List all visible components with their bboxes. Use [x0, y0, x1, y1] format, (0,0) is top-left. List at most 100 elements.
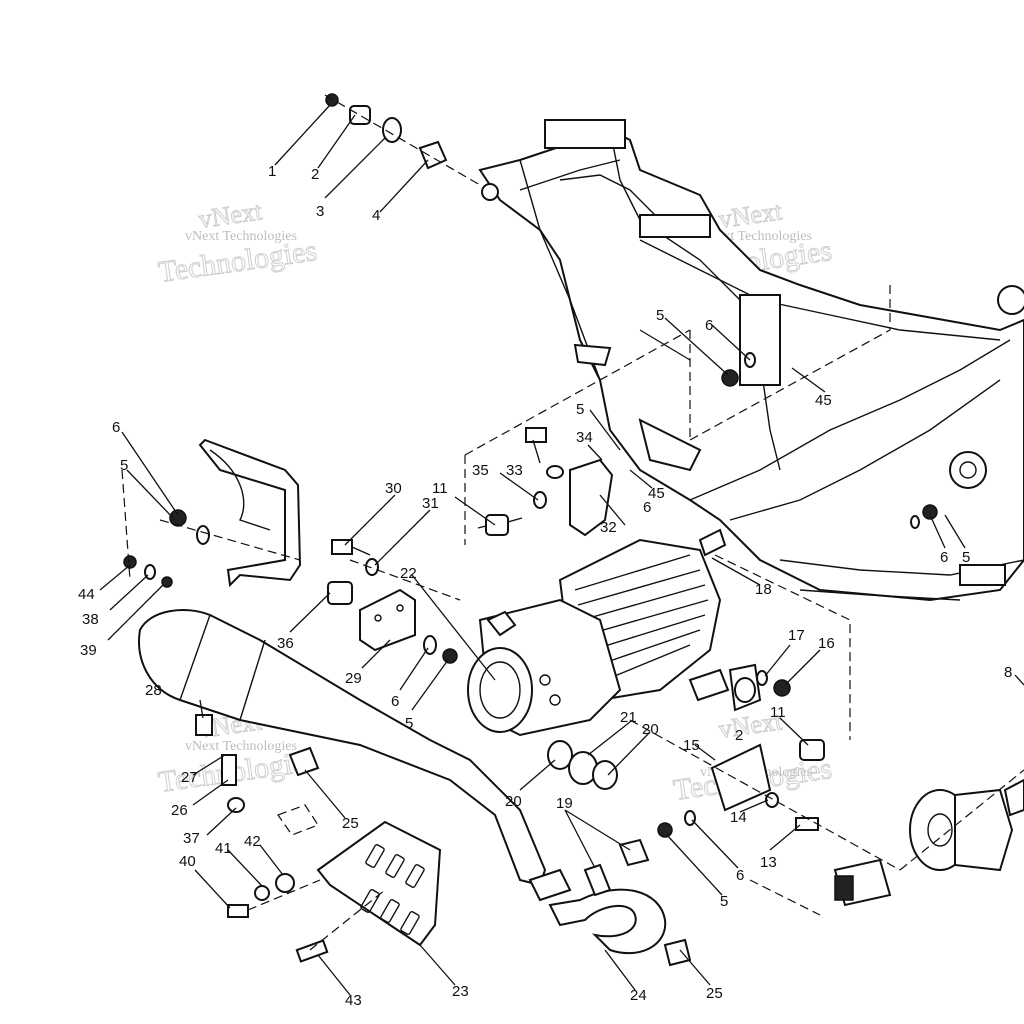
- callout-5: 5: [720, 893, 728, 910]
- callout-5: 5: [962, 549, 970, 566]
- exhaust-clamp: [528, 868, 572, 902]
- leader-lines: [99, 104, 1024, 996]
- spring-part-25b: [663, 938, 692, 967]
- bolt-part-33: [525, 427, 547, 443]
- callout-44: 44: [78, 586, 95, 603]
- callout-39: 39: [80, 642, 97, 659]
- callout-labels: 1 2 3 4 6 5 44 38 39 30 31 36 29 6 5 22 …: [78, 163, 1012, 1009]
- heat-shield-bracket: [198, 438, 302, 588]
- nut-part-39: [161, 576, 173, 588]
- callout-17: 17: [788, 627, 805, 644]
- washer-part-14: [765, 792, 779, 808]
- callout-6: 6: [705, 317, 713, 334]
- callout-38: 38: [82, 611, 99, 628]
- callout-35: 35: [472, 462, 489, 479]
- callout-31: 31: [422, 495, 439, 512]
- callout-41: 41: [215, 840, 232, 857]
- starter-handle: [486, 610, 517, 637]
- spark-plug: [698, 528, 727, 557]
- callout-27: 27: [181, 769, 198, 786]
- callout-37: 37: [183, 830, 200, 847]
- rubber-mount-part-36: [327, 581, 353, 605]
- frame-gusset: [739, 294, 781, 386]
- frame-mount-eye: [481, 183, 499, 201]
- left-hardware: [121, 469, 301, 588]
- callout-29: 29: [345, 670, 362, 687]
- callout-4: 4: [372, 207, 380, 224]
- exhaust-pipe-part-24: [548, 888, 667, 955]
- gasket-part-15: [688, 668, 730, 702]
- callout-18: 18: [755, 581, 772, 598]
- watermark-small-text: vNext Technologies: [185, 229, 297, 244]
- spring-part-19: [583, 863, 612, 897]
- callout-28: 28: [145, 682, 162, 699]
- callout-45: 45: [648, 485, 665, 502]
- callout-5: 5: [405, 715, 413, 732]
- bracket-part-2b: [710, 743, 772, 812]
- muffler-assembly: [138, 609, 692, 967]
- callout-24: 24: [630, 987, 647, 1004]
- engine-assembly: [467, 528, 727, 737]
- callout-33: 33: [506, 462, 523, 479]
- callout-20: 20: [505, 793, 522, 810]
- exhaust-gaskets: [547, 740, 618, 790]
- rubber-mount-part-11: [485, 514, 509, 536]
- callout-5: 5: [656, 307, 664, 324]
- callout-11: 11: [770, 704, 786, 721]
- watermark-top-left: vNext vNext Technologies Technologies: [156, 196, 320, 290]
- bolt-part-28: [195, 714, 213, 736]
- callout-2: 2: [735, 727, 743, 744]
- upper-mid-hardware: [464, 285, 891, 545]
- bolt-part-43: [295, 939, 329, 963]
- callout-42: 42: [244, 833, 261, 850]
- callout-21: 21: [620, 709, 637, 726]
- washer-part-42: [275, 873, 295, 893]
- bushing-part-3: [382, 117, 402, 143]
- callout-13: 13: [760, 854, 777, 871]
- gasket-part-20b: [592, 760, 618, 790]
- washer-part-17: [756, 670, 768, 686]
- callout-19: 19: [556, 795, 573, 812]
- nut-part-5d: [922, 504, 938, 520]
- callout-30: 30: [385, 480, 402, 497]
- washer-part-6d: [910, 515, 920, 529]
- washer-part-31: [365, 558, 379, 576]
- frame-top-crossmember: [544, 119, 626, 149]
- nut-part-5e: [657, 822, 673, 838]
- washer-part-6: [196, 525, 210, 545]
- washer-part-34: [546, 465, 564, 479]
- mount-plate-part-29: [359, 588, 416, 652]
- bracket-outline: [277, 804, 319, 836]
- callout-32: 32: [600, 519, 617, 536]
- rubber-mount-part-11b: [799, 739, 825, 761]
- callout-5: 5: [120, 457, 128, 474]
- callout-2: 2: [311, 166, 319, 183]
- bracket-part-32: [569, 458, 614, 537]
- bolt-part-40: [227, 904, 249, 918]
- callout-6: 6: [940, 549, 948, 566]
- callout-11: 11: [432, 480, 448, 497]
- nut-part-1: [325, 93, 339, 107]
- top-mount-hardware: [324, 93, 481, 186]
- bolt-part-27: [221, 754, 237, 786]
- spacer-part-2: [349, 105, 371, 125]
- callout-36: 36: [277, 635, 294, 652]
- callout-14: 14: [730, 809, 747, 826]
- frame-pivot-tube: [949, 451, 987, 489]
- callout-15: 15: [683, 737, 700, 754]
- callout-25: 25: [342, 815, 359, 832]
- callout-6: 6: [736, 867, 744, 884]
- right-frame-hardware: [910, 504, 938, 529]
- callout-23: 23: [452, 983, 469, 1000]
- engine-mount-hardware: [327, 539, 461, 664]
- recoil-starter: [467, 647, 533, 733]
- drive-clutch-part-8: [749, 769, 1024, 916]
- callout-45: 45: [815, 392, 832, 409]
- callout-6: 6: [391, 693, 399, 710]
- gasket-part-20: [547, 740, 573, 770]
- callout-5: 5: [576, 401, 584, 418]
- frame-mid-crossmember: [639, 214, 711, 238]
- callout-1: 1: [268, 163, 276, 180]
- watermark-small-text: vNext Technologies: [185, 739, 297, 754]
- callout-6: 6: [112, 419, 120, 436]
